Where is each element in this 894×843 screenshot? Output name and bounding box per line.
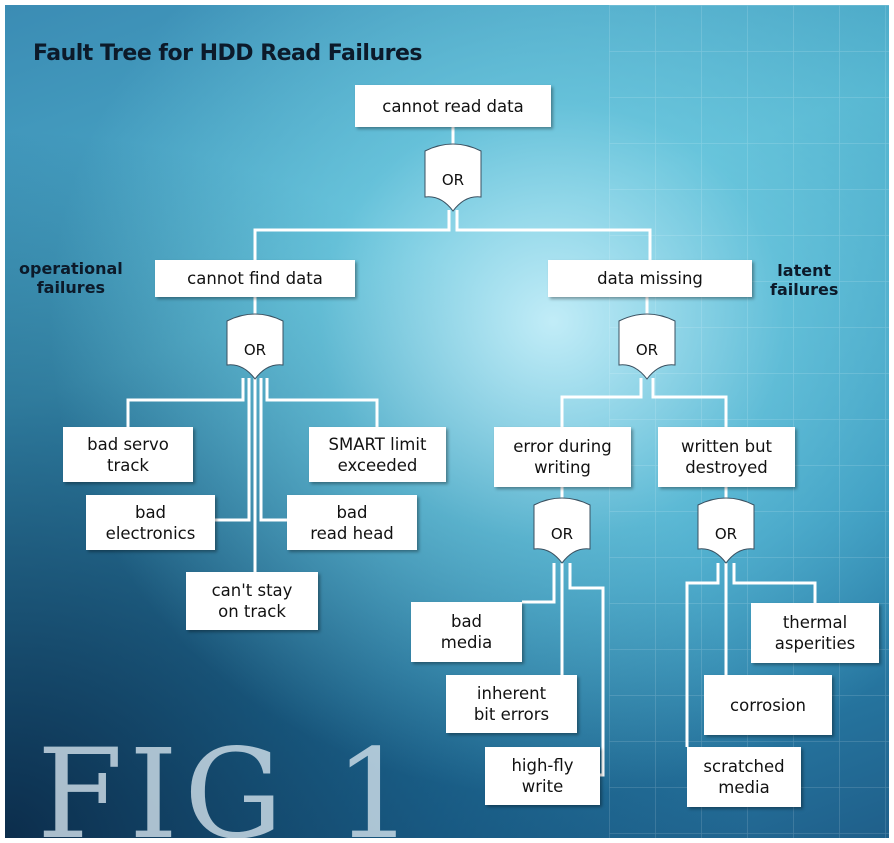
wire-gate2-bad-read-head (259, 378, 287, 522)
wire-gate5-thermal (732, 563, 817, 603)
node-bad-read-head: bad read head (287, 495, 417, 550)
node-scratched-media: scratched media (687, 747, 801, 807)
node-bad-media: bad media (411, 602, 522, 662)
node-thermal-asperities: thermal asperities (751, 603, 879, 663)
wire-gate2-bad-servo (126, 378, 245, 427)
node-smart-limit-exceeded: SMART limit exceeded (309, 427, 446, 482)
diagram-title: Fault Tree for HDD Read Failures (33, 41, 423, 66)
or-gate-3 (618, 313, 676, 380)
operational-failures-label: operational failures (19, 259, 123, 297)
node-high-fly-write: high-fly write (485, 747, 600, 805)
latent-failures-label: latent failures (770, 261, 839, 299)
node-data-missing: data missing (548, 260, 752, 297)
wire-gate1-data-missing (455, 210, 652, 260)
wire-gate2-smart-limit (265, 378, 379, 427)
node-cannot-read-data: cannot read data (355, 85, 551, 127)
wire-gate5-scratched (685, 563, 720, 747)
or-gate-1 (424, 143, 482, 212)
wire-gate3-written-destroyed (651, 378, 728, 427)
wire-gate4-high-fly (568, 563, 605, 777)
node-corrosion: corrosion (704, 675, 832, 735)
connector-lines (126, 127, 817, 777)
or-gate-4 (533, 497, 591, 564)
or-gate-2-label: OR (243, 341, 267, 359)
wire-gate4-bad-media (522, 563, 556, 604)
node-written-but-destroyed: written but destroyed (658, 427, 795, 487)
wire-gate1-cannot-find (253, 210, 451, 260)
wire-gate3-error-writing (560, 378, 643, 427)
wire-gate2-bad-electronics (215, 378, 251, 522)
or-gate-5 (697, 497, 755, 564)
node-inherent-bit-errors: inherent bit errors (446, 675, 577, 733)
diagram-canvas: FIG 1 (5, 5, 889, 838)
or-gate-5-label: OR (714, 525, 738, 543)
node-cannot-find-data: cannot find data (155, 260, 355, 297)
or-gate-1-label: OR (441, 171, 465, 189)
node-bad-servo-track: bad servo track (63, 427, 193, 482)
node-error-during-writing: error during writing (494, 427, 631, 487)
or-gate-4-label: OR (550, 525, 574, 543)
or-gate-2 (226, 313, 284, 380)
figure-number-watermark: FIG 1 (37, 723, 420, 838)
node-bad-electronics: bad electronics (86, 495, 215, 550)
node-cant-stay-on-track: can't stay on track (186, 572, 318, 630)
or-gate-3-label: OR (635, 341, 659, 359)
